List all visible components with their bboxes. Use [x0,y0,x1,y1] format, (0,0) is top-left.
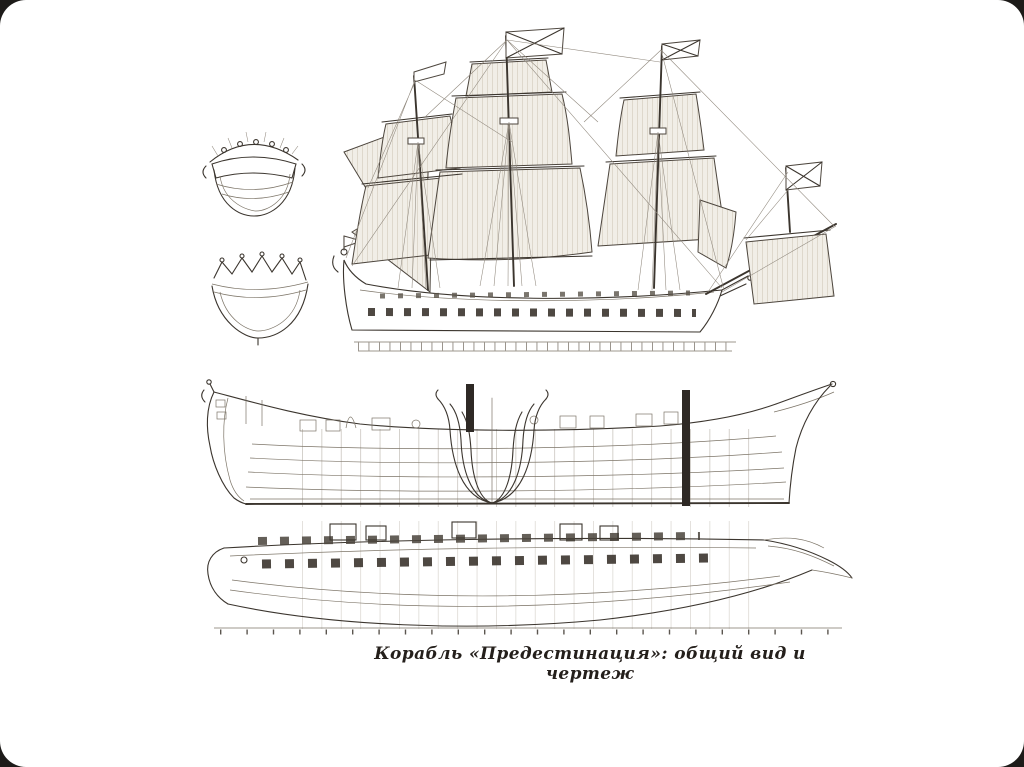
stern-pennant [343,235,364,248]
spritsail [745,233,835,305]
mast-stub [682,390,690,506]
main-topgallant [465,59,553,97]
gunport-row [261,553,711,569]
scale-line [214,627,842,635]
corner-mark-top-left [0,0,26,26]
corner-mark-bottom-right [998,741,1024,767]
stern-transom-view-icon [211,251,309,346]
fore-pennant [413,61,447,83]
mizzenmast [653,45,663,289]
body-plan [435,389,549,504]
corner-mark-top-right [998,0,1024,26]
general-view-under-sail-icon [332,27,837,352]
figure-caption: Корабль «Предестинация»: общий вид и чер… [374,644,806,684]
foremast [413,75,429,291]
rigging [345,39,837,293]
bow-transom-view-icon [202,131,306,217]
corner-mark-bottom-left [0,741,26,767]
side-elevation-icon [207,521,853,629]
mizzen-course [597,157,727,247]
mainmast [505,35,515,287]
longitudinal-section-icon [201,379,837,507]
gaff-sail [697,199,737,269]
main-course [427,167,593,261]
rail-gunports [257,532,701,545]
mast-stub [466,384,474,432]
